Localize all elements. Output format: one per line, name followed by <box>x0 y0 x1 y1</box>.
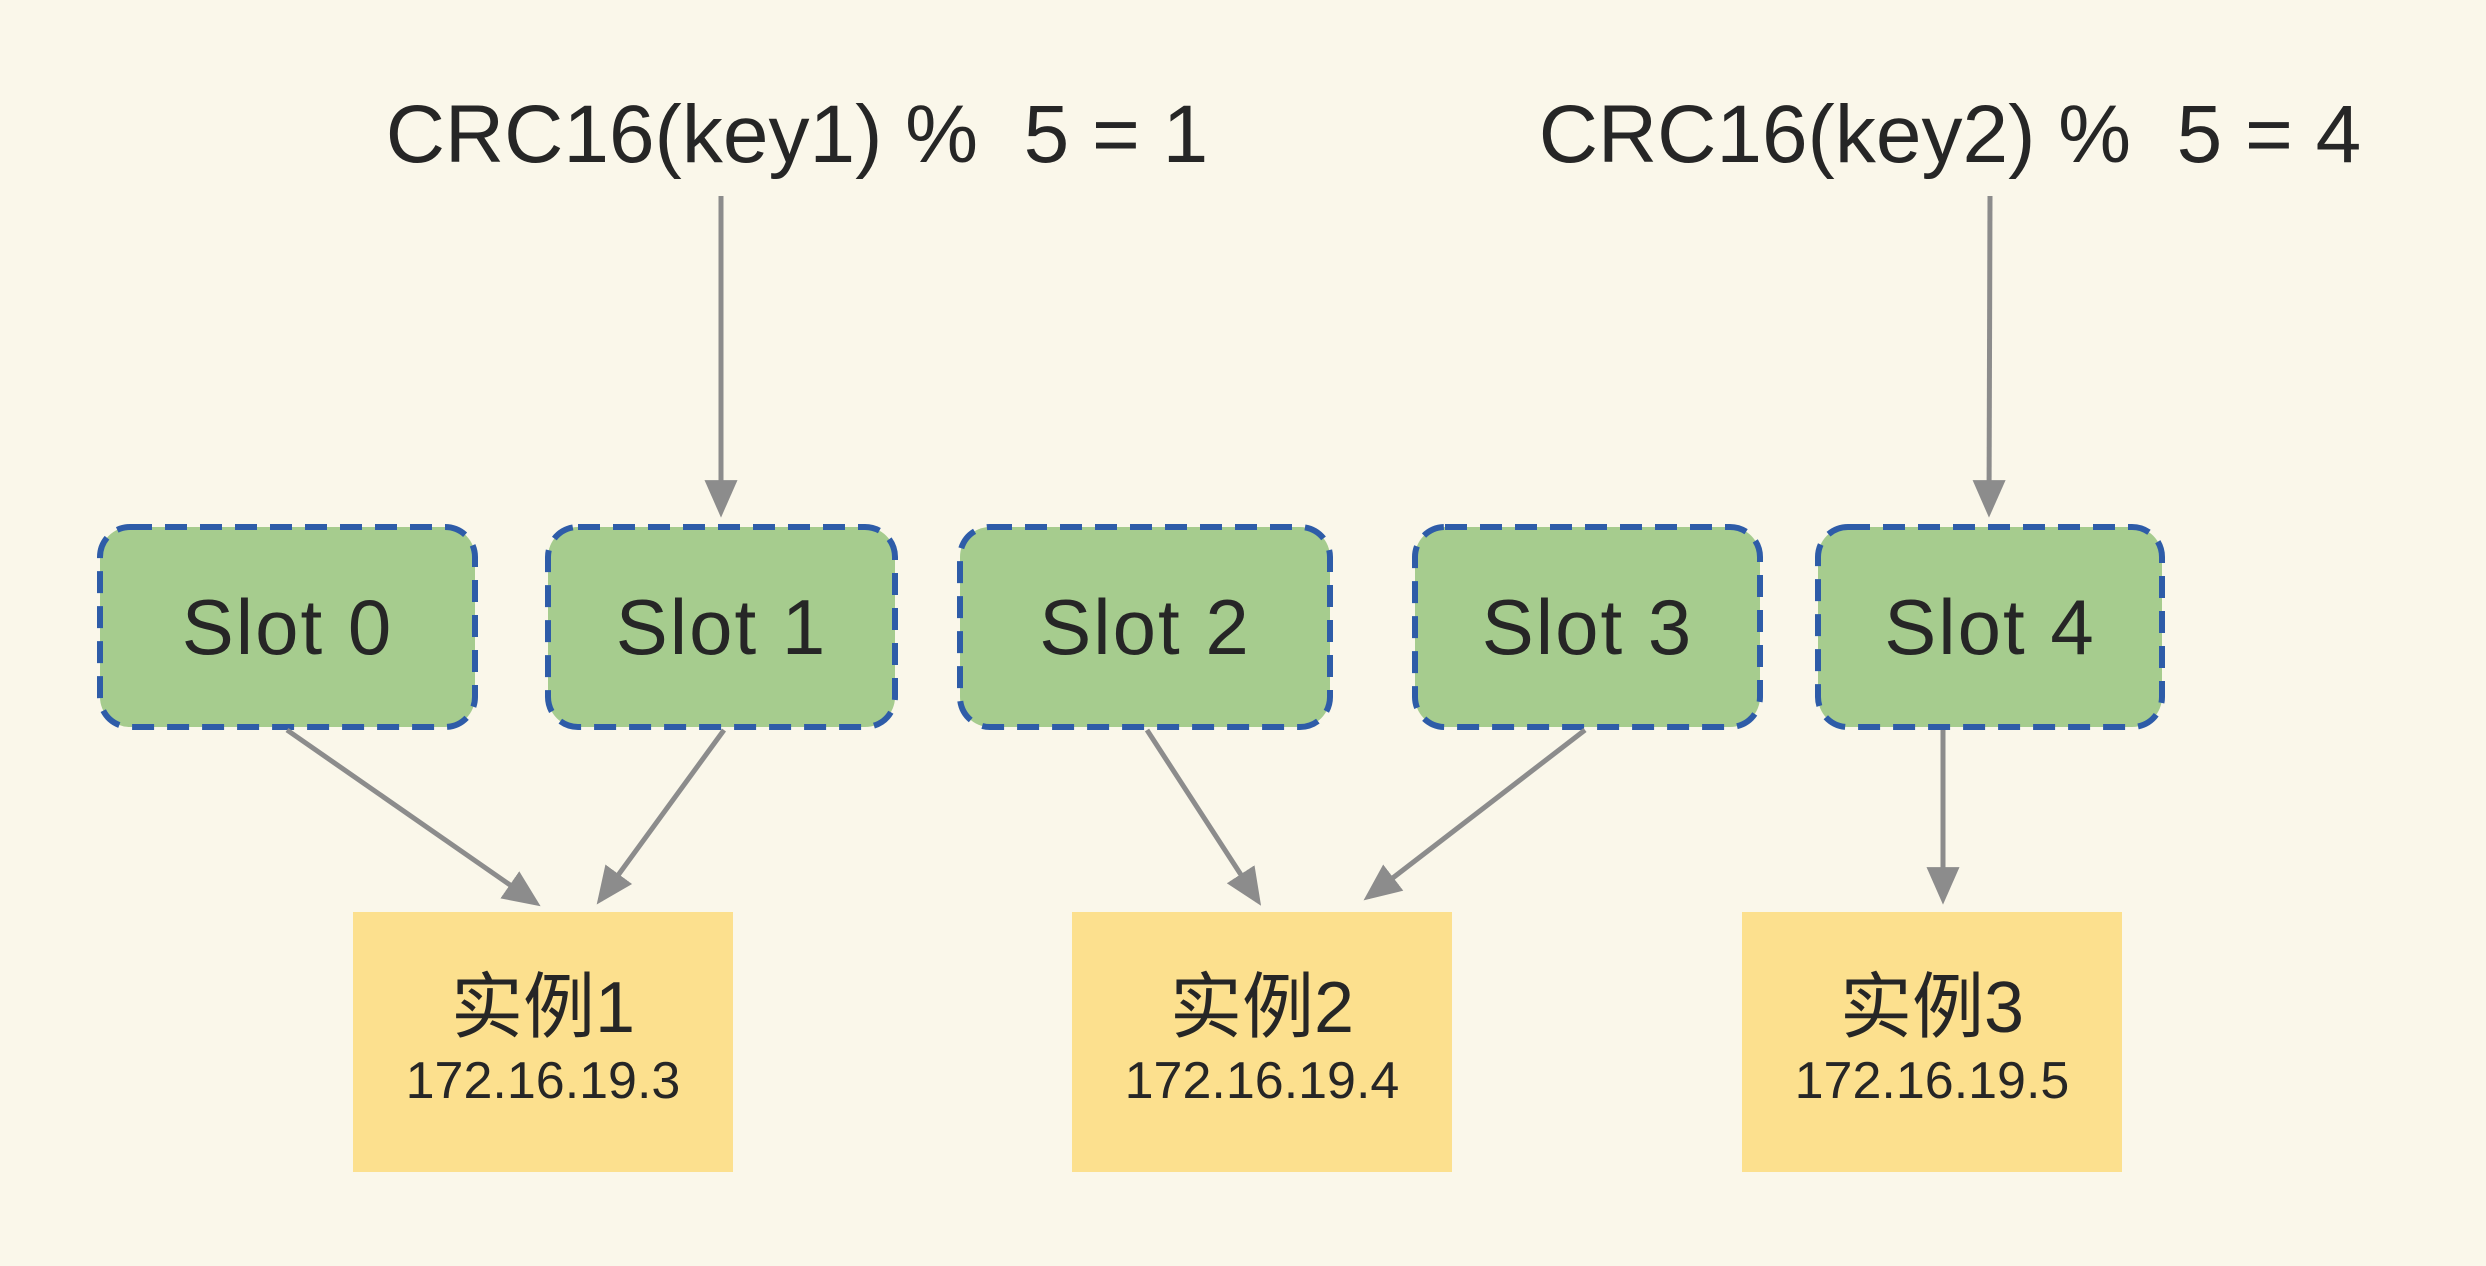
instance-1-shape <box>353 912 733 1172</box>
slot-1-shape <box>545 524 898 730</box>
instance-1-name: 实例1 <box>450 967 636 1048</box>
edge-arrow-crc16-key2-to-slot-4 <box>1972 195 2006 518</box>
slot-4-node: Slot 4 <box>1818 527 2162 727</box>
instance-1-node: 实例1 172.16.19.3 <box>353 912 733 1172</box>
slot-4-shape <box>1815 524 2165 730</box>
edge-arrow-slot-1-to-instance-1 <box>596 728 727 905</box>
instance-2-name: 实例2 <box>1169 967 1355 1048</box>
instance-3-shape <box>1742 912 2122 1172</box>
edge-arrow-slot-2-to-instance-2 <box>1144 728 1262 906</box>
instance-2-shape <box>1072 912 1452 1172</box>
slot-2-node: Slot 2 <box>960 527 1330 727</box>
slot-3-label: Slot 3 <box>1481 582 1694 671</box>
slot-0-shape <box>97 524 478 730</box>
instance-3-node: 实例3 172.16.19.5 <box>1742 912 2122 1172</box>
instance-2-node: 实例2 172.16.19.4 <box>1072 912 1452 1172</box>
slot-3-node: Slot 3 <box>1415 527 1760 727</box>
slot-2-shape <box>957 524 1333 730</box>
instance-3-ip: 172.16.19.5 <box>1794 1051 2070 1110</box>
instance-1-ip: 172.16.19.3 <box>405 1051 681 1110</box>
slot-0-node: Slot 0 <box>100 527 475 727</box>
slot-2-label: Slot 2 <box>1039 582 1251 671</box>
instance-3-name: 实例3 <box>1839 967 2025 1048</box>
edge-arrow-slot-0-to-instance-1 <box>285 727 541 907</box>
slot-3-shape <box>1412 524 1763 730</box>
slot-4-label: Slot 4 <box>1884 582 2096 671</box>
crc16-key2-formula-label: CRC16(key2) % 5 = 4 <box>1538 89 2362 180</box>
crc16-key1-formula-label: CRC16(key1) % 5 = 1 <box>385 89 1209 180</box>
slot-0-label: Slot 0 <box>181 582 394 671</box>
slot-1-label: Slot 1 <box>615 582 828 671</box>
instance-2-ip: 172.16.19.4 <box>1124 1051 1400 1110</box>
slot-1-node: Slot 1 <box>548 527 895 727</box>
edge-arrow-slot-3-to-instance-2 <box>1363 728 1587 901</box>
